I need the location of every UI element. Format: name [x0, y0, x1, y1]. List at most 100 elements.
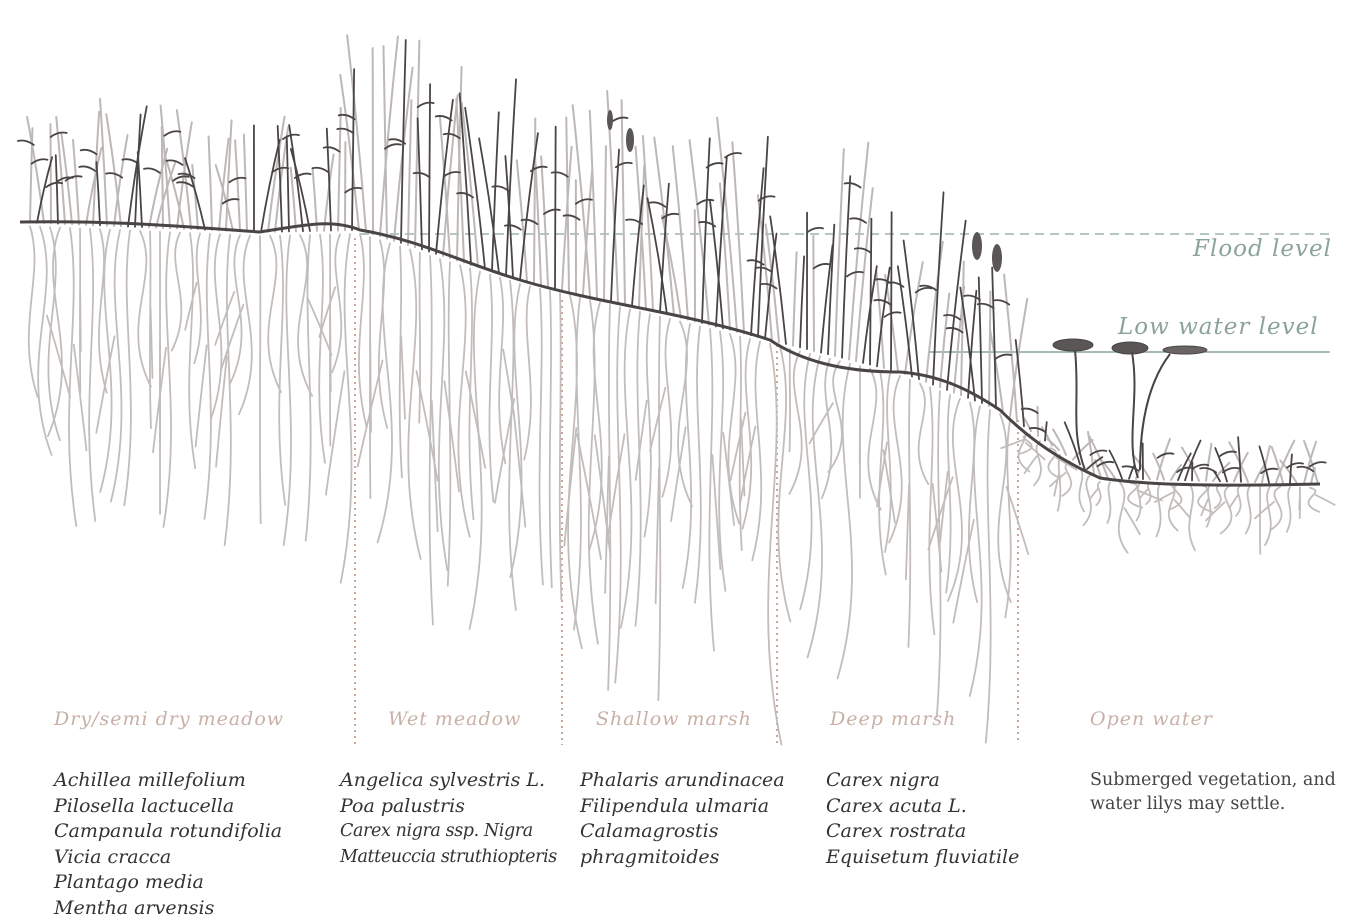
root-branch: [221, 305, 243, 369]
species-name: Campanula rotundifolia: [54, 819, 282, 845]
species-name: Equisetum fluviatile: [826, 845, 1019, 871]
root: [1119, 483, 1128, 553]
root-branch: [326, 371, 345, 494]
root: [540, 289, 543, 585]
plant-leaf: [885, 312, 901, 317]
plant-leaf: [756, 268, 772, 273]
root: [574, 298, 581, 630]
plant-leaf: [552, 172, 568, 177]
species-name: Phalaris arundinacea: [580, 768, 785, 794]
plant-stem: [96, 162, 100, 225]
root-branch: [307, 297, 331, 355]
species-name: Carex rostrata: [826, 819, 1019, 845]
plant-leaf: [122, 159, 138, 164]
species-name: Filipendula ulmaria: [580, 794, 785, 820]
root-systems: [29, 226, 1335, 744]
plant-leaf: [1220, 452, 1236, 457]
plant-stem: [800, 256, 804, 347]
plant-stem: [138, 152, 142, 227]
root: [621, 309, 632, 627]
root: [230, 235, 241, 383]
root-branch: [656, 468, 659, 604]
root: [260, 236, 261, 523]
root-branch: [564, 428, 576, 545]
root: [1034, 441, 1041, 485]
root: [469, 268, 473, 519]
root: [419, 253, 420, 423]
plant-leaf: [1022, 409, 1038, 414]
plant-stem: [828, 225, 834, 355]
root: [89, 229, 95, 521]
species-name: Plantago media: [54, 870, 282, 896]
root: [937, 391, 941, 717]
root: [1107, 482, 1110, 523]
root: [48, 227, 59, 440]
root-branch: [432, 401, 438, 531]
root: [279, 236, 285, 505]
root: [1096, 482, 1100, 505]
root: [489, 275, 493, 502]
plant-stem: [842, 176, 850, 358]
root: [29, 226, 38, 397]
plant-stem: [1004, 275, 1017, 422]
plant-stem: [870, 219, 871, 365]
root-branch: [1255, 502, 1274, 519]
root: [189, 233, 195, 468]
plant-stem: [793, 252, 797, 345]
species-name: Carex nigra ssp. Nigra: [340, 819, 557, 845]
root-branch: [940, 472, 948, 543]
species-name: Poa palustris: [340, 794, 557, 820]
plant-stem: [106, 114, 121, 226]
plant-stem: [244, 134, 247, 231]
root-branch: [80, 292, 81, 351]
root: [808, 356, 822, 657]
root: [194, 234, 201, 364]
plant-stem: [1290, 454, 1292, 483]
plant-leaf: [995, 355, 1011, 360]
plant-stem: [313, 168, 317, 230]
root: [695, 327, 701, 603]
root: [341, 234, 352, 583]
root: [448, 262, 451, 586]
species-list-shallow-marsh: Phalaris arundinacea Filipendula ulmaria…: [580, 768, 785, 870]
plant-leaf: [436, 116, 452, 121]
root: [1221, 486, 1232, 534]
plant-stem: [56, 155, 58, 223]
root: [889, 376, 902, 542]
root: [111, 230, 122, 501]
plant-stem: [429, 84, 430, 251]
root: [550, 291, 552, 587]
root-branch: [906, 484, 909, 579]
species-name: Pilosella lactucella: [54, 794, 282, 820]
species-name: Matteuccia struthiopteris: [340, 845, 557, 871]
plant-stem: [989, 291, 990, 406]
plant-stem: [235, 140, 240, 231]
root: [172, 233, 182, 351]
species-name: Vicia cracca: [54, 845, 282, 871]
plant-stem: [891, 212, 892, 370]
species-list-dry-meadow: Achillea millefolium Pilosella lactucell…: [54, 768, 282, 922]
root: [379, 240, 387, 428]
plant-stem: [622, 100, 625, 304]
zone-label-shallow-marsh: Shallow marsh: [596, 708, 752, 730]
root-branch: [1175, 500, 1190, 518]
root: [1084, 475, 1091, 525]
root-branch: [650, 388, 665, 452]
root: [332, 234, 341, 372]
plant-stem: [813, 236, 814, 351]
plant-leaf: [845, 183, 861, 188]
root-branch: [1025, 456, 1037, 473]
root: [1246, 486, 1251, 533]
root-branch: [1299, 497, 1300, 509]
lily-pad-3: [1163, 346, 1207, 354]
plant-stem: [383, 46, 387, 238]
plant-stem: [418, 118, 422, 249]
root: [225, 235, 231, 545]
plant-stem: [590, 111, 597, 298]
root: [1156, 484, 1160, 537]
plant-leaf: [81, 150, 97, 155]
root-branch: [1125, 508, 1140, 534]
plant-stem: [408, 100, 411, 245]
plant-leaf: [177, 182, 193, 187]
root: [524, 286, 531, 459]
